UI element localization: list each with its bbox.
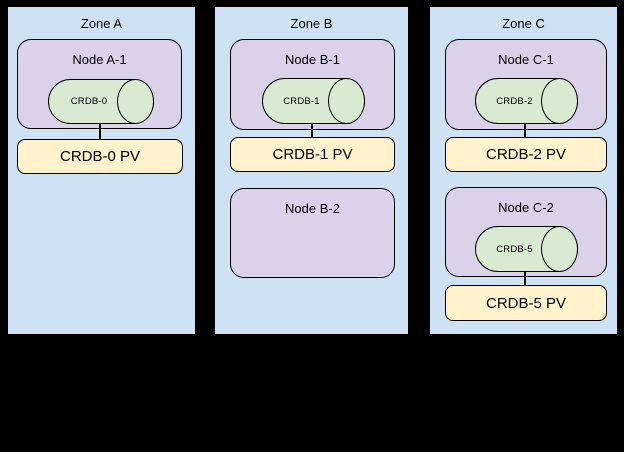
node-c2-title: Node C-2 bbox=[498, 200, 554, 215]
database-cylinder-crdb-1: CRDB-1 bbox=[262, 78, 365, 124]
connector-line-crdb-1 bbox=[311, 123, 313, 138]
database-cylinder-crdb-0: CRDB-0 bbox=[48, 79, 154, 124]
cylinder-cap-icon bbox=[541, 78, 578, 124]
node-b1-title: Node B-1 bbox=[285, 52, 340, 67]
connector-line-crdb-2 bbox=[524, 123, 526, 138]
node-b1-box: Node B-1 CRDB-1 bbox=[230, 39, 395, 130]
pv-label: CRDB-0 PV bbox=[59, 148, 141, 165]
node-c1-title: Node C-1 bbox=[498, 52, 554, 67]
node-c2-box: Node C-2 CRDB-5 bbox=[445, 187, 607, 277]
database-cylinder-crdb-2: CRDB-2 bbox=[475, 78, 578, 124]
pv-label: CRDB-1 PV bbox=[272, 146, 353, 163]
cylinder-cap-icon bbox=[541, 226, 578, 272]
pv-box-crdb-0: CRDB-0 PV bbox=[17, 139, 183, 174]
database-cylinder-crdb-5: CRDB-5 bbox=[475, 226, 578, 272]
pv-label: CRDB-2 PV bbox=[485, 146, 567, 163]
zone-c-panel: Zone C Node C-1 CRDB-2 CRDB-2 PV Node C-… bbox=[428, 5, 619, 336]
cylinder-cap-icon bbox=[328, 78, 365, 124]
zone-a-title: Zone A bbox=[80, 16, 123, 31]
pv-box-crdb-1: CRDB-1 PV bbox=[230, 137, 395, 172]
zone-b-panel: Zone B Node B-1 CRDB-1 CRDB-1 PV Node B-… bbox=[213, 5, 410, 336]
connector-line-crdb-5 bbox=[524, 271, 526, 286]
database-label: CRDB-1 bbox=[283, 95, 320, 107]
node-a1-box: Node A-1 CRDB-0 bbox=[17, 39, 182, 129]
node-b2-title: Node B-2 bbox=[285, 201, 340, 216]
cylinder-cap-icon bbox=[117, 79, 154, 124]
node-a1-title: Node A-1 bbox=[72, 52, 127, 67]
zone-a-panel: Zone A Node A-1 CRDB-0 CRDB-0 PV bbox=[6, 5, 197, 336]
zone-b-title: Zone B bbox=[290, 16, 333, 31]
node-b2-box: Node B-2 bbox=[230, 188, 395, 278]
database-label: CRDB-5 bbox=[496, 243, 533, 255]
pv-box-crdb-5: CRDB-5 PV bbox=[445, 285, 607, 321]
pv-label: CRDB-5 PV bbox=[485, 294, 567, 312]
zone-c-title: Zone C bbox=[502, 16, 545, 31]
pv-box-crdb-2: CRDB-2 PV bbox=[445, 137, 607, 172]
database-label: CRDB-2 bbox=[496, 95, 533, 107]
connector-line-crdb-0 bbox=[99, 123, 101, 140]
node-c1-box: Node C-1 CRDB-2 bbox=[445, 39, 607, 130]
database-label: CRDB-0 bbox=[70, 96, 108, 107]
